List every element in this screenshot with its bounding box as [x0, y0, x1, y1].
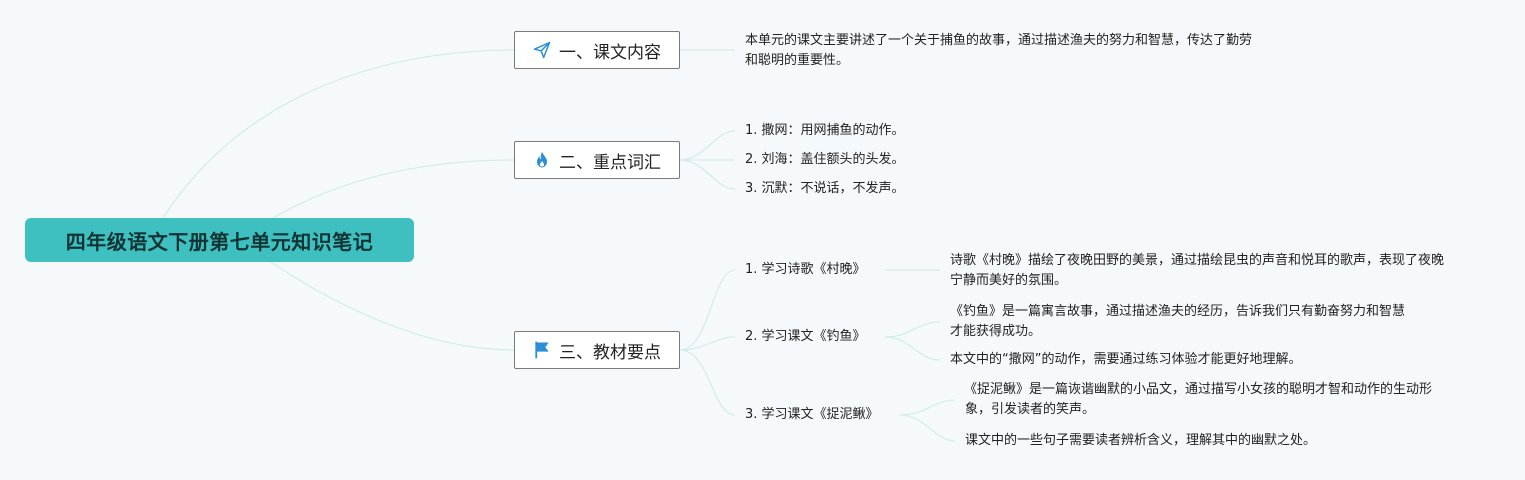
vocab-item: 2. 刘海：盖住额头的头发。 [745, 152, 905, 167]
branch-textbook-points[interactable]: 三、教材要点 [514, 331, 680, 369]
branch-label: 二、重点词汇 [559, 152, 661, 173]
branch-label: 一、课文内容 [559, 42, 661, 63]
vocab-item: 3. 沉默：不说话，不发声。 [745, 181, 905, 196]
root-node-title[interactable]: 四年级语文下册第七单元知识笔记 [25, 218, 414, 262]
note-fishing-action: 本文中的“撒网”的动作，需要通过练习体验才能更好地理解。 [950, 352, 1302, 367]
subtopic-fishing: 2. 学习课文《钓鱼》 [745, 329, 866, 344]
connector-sub2-note2 [884, 336, 941, 361]
connector-branch2-vocab1 [679, 130, 736, 161]
connector-sub2-note1 [884, 321, 941, 338]
flag-icon [532, 340, 552, 360]
subtopic-village-evening: 1. 学习诗歌《村晚》 [745, 262, 866, 277]
connector-branch2-vocab3 [679, 159, 736, 190]
content-summary-text: 本单元的课文主要讲述了一个关于捕鱼的故事，通过描述渔夫的努力和智慧，传达了勤劳和… [745, 33, 1253, 68]
connector-branch3-sub3 [679, 349, 736, 416]
branch-course-content[interactable]: 一、课文内容 [514, 31, 680, 69]
connector-root-branch1 [149, 49, 515, 241]
subtopic-catching-loach: 3. 学习课文《捉泥鳅》 [745, 407, 879, 422]
root-title-text: 四年级语文下册第七单元知识笔记 [65, 229, 374, 254]
note-fishing-summary: 《钓鱼》是一篇寓言故事，通过描述渔夫的经历，告诉我们只有勤奋努力和智慧才能获得成… [950, 304, 1406, 339]
branch-label: 三、教材要点 [559, 342, 661, 363]
branch-key-vocabulary[interactable]: 二、重点词汇 [514, 141, 680, 179]
flame-icon [532, 150, 552, 170]
note-loach-humor: 课文中的一些句子需要读者辨析含义，理解其中的幽默之处。 [965, 433, 1317, 448]
note-village-evening: 诗歌《村晚》描绘了夜晚田野的美景，通过描绘昆虫的声音和悦耳的歌声，表现了夜晚宁静… [950, 253, 1445, 288]
vocab-item: 1. 撒网：用网捕鱼的动作。 [745, 123, 905, 138]
note-loach-summary: 《捉泥鳅》是一篇诙谐幽默的小品文，通过描写小女孩的聪明才智和动作的生动形象，引发… [964, 382, 1433, 417]
connector-branch3-sub2 [679, 336, 736, 351]
paper-plane-icon [532, 40, 552, 60]
connector-branch3-sub1 [679, 269, 736, 351]
connector-sub3-note1 [899, 399, 956, 416]
connector-sub3-note2 [899, 414, 956, 442]
